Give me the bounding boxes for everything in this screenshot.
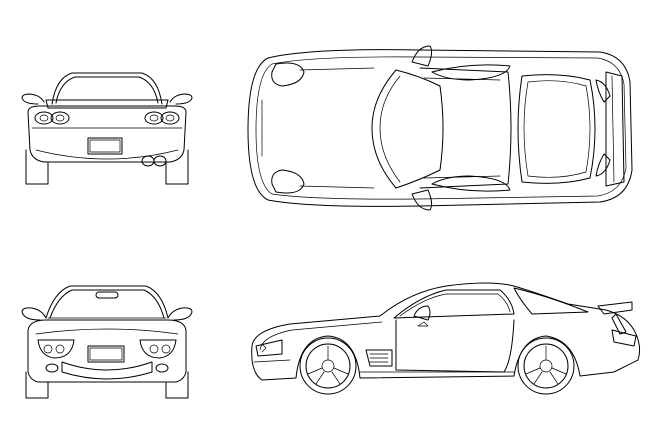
car-front-view-icon [21, 285, 193, 399]
car-rear-view-icon [21, 72, 193, 185]
car-top-view-icon [247, 45, 633, 211]
car-side-view-icon [251, 282, 641, 395]
